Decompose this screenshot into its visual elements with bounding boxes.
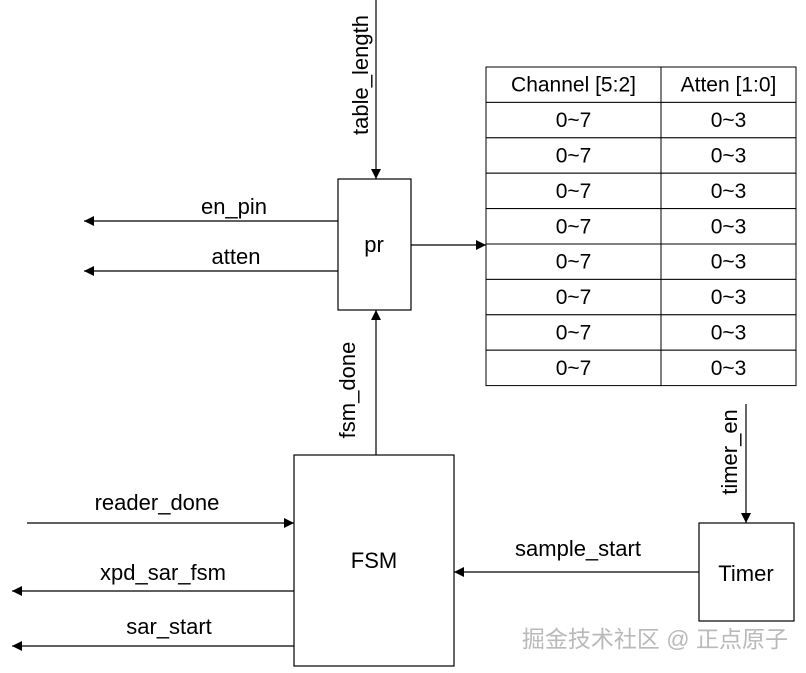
atten-signal: atten (84, 244, 338, 276)
table-cell-text: 0~3 (711, 322, 747, 345)
table-cell-text: 0~7 (556, 145, 592, 168)
en-pin-label: en_pin (201, 194, 267, 219)
table-cell-text: 0~7 (556, 215, 592, 238)
sar-start-label: sar_start (126, 614, 212, 639)
table-length-signal: table_length (348, 0, 381, 179)
table-row: 0~7 0~3 (485, 278, 797, 316)
table-cell (660, 137, 797, 174)
table-cell (485, 172, 662, 210)
fsm-label: FSM (351, 548, 397, 573)
table-cell (660, 208, 797, 245)
sample-start-signal: sample_start (454, 536, 699, 577)
fsm-done-signal: fsm_done (335, 310, 381, 455)
table-cell (660, 349, 797, 387)
en-pin-signal: en_pin (84, 194, 338, 226)
timer-block: Timer (698, 522, 795, 622)
table-cell (485, 278, 662, 316)
table-cell (485, 208, 662, 245)
watermark-text: 掘金技术社区 @ 正点原子 (522, 626, 788, 652)
pr-block: pr (337, 178, 412, 311)
table-row: 0~7 0~3 (485, 349, 797, 387)
atten-label: atten (212, 244, 261, 269)
table-row: 0~7 0~3 (485, 314, 797, 351)
reader-done-signal: reader_done (27, 490, 294, 528)
table-header-text: Channel [5:2] (511, 74, 636, 97)
table-cell-text: 0~7 (556, 109, 592, 132)
table-length-label: table_length (348, 15, 373, 135)
table-cell (660, 66, 797, 103)
table-cell-text: 0~3 (711, 215, 747, 238)
fsm-block: FSM (293, 454, 455, 667)
table-cell (660, 172, 797, 210)
table-header-row: Channel [5:2] Atten [1:0] (485, 66, 797, 103)
table-row: 0~7 0~3 (485, 243, 797, 280)
table-cell (660, 101, 797, 139)
table-cell-text: 0~3 (711, 180, 747, 203)
table-cell-text: 0~3 (711, 109, 747, 132)
table-cell-text: 0~7 (556, 322, 592, 345)
reader-done-label: reader_done (95, 490, 220, 515)
table-cell (485, 66, 662, 103)
table-row: 0~7 0~3 (485, 208, 797, 245)
table-cell (660, 314, 797, 351)
table-cell (485, 314, 662, 351)
table-row: 0~7 0~3 (485, 101, 797, 139)
table-row: 0~7 0~3 (485, 137, 797, 174)
table-cell (485, 243, 662, 280)
table-cell (660, 243, 797, 280)
xpd-sar-fsm-signal: xpd_sar_fsm (12, 560, 294, 596)
table-cell (485, 349, 662, 387)
timer-en-label: timer_en (717, 409, 742, 495)
table-cell-text: 0~7 (556, 251, 592, 274)
table-header-text: Atten [1:0] (681, 74, 777, 97)
table-cell (485, 137, 662, 174)
timer-label: Timer (718, 561, 773, 586)
table-cell (485, 101, 662, 139)
fsm-done-label: fsm_done (335, 342, 360, 439)
sar-start-signal: sar_start (12, 614, 294, 651)
table-cell-text: 0~7 (556, 357, 592, 380)
sample-start-label: sample_start (515, 536, 641, 561)
table-cell-text: 0~7 (556, 180, 592, 203)
table-cell-text: 0~7 (556, 286, 592, 309)
xpd-sar-fsm-label: xpd_sar_fsm (100, 560, 226, 585)
table-cell-text: 0~3 (711, 286, 747, 309)
timer-en-signal: timer_en (717, 404, 751, 523)
table-cell-text: 0~3 (711, 357, 747, 380)
table-cell-text: 0~3 (711, 251, 747, 274)
pr-label: pr (364, 232, 384, 257)
table-cell-text: 0~3 (711, 145, 747, 168)
table-row: 0~7 0~3 (485, 172, 797, 210)
